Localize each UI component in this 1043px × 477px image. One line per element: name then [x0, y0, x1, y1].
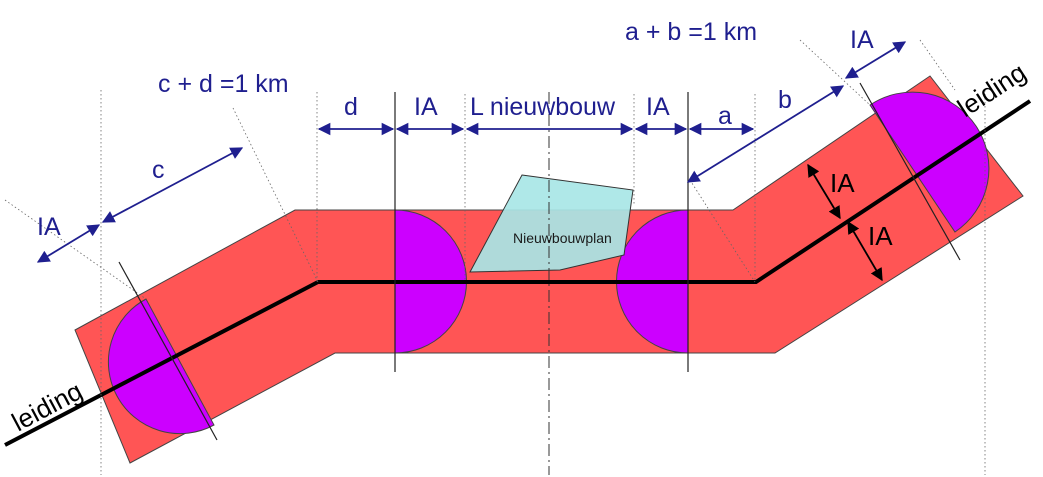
- cd-equation-label: c + d =1 km: [158, 70, 289, 98]
- a-label: a: [718, 102, 732, 130]
- nieuwbouwplan-area: [469, 174, 634, 273]
- reference-lines: [4, 39, 986, 475]
- ia-label-right-upper: IA: [830, 168, 855, 198]
- ia-label-mid-right: IA: [646, 93, 670, 121]
- l-nieuwbouw-label: L nieuwbouw: [470, 93, 616, 121]
- ab-equation-label: a + b =1 km: [625, 18, 757, 46]
- circle-right: [869, 91, 990, 233]
- pipeline-line: [4, 99, 1032, 447]
- leiding-label-right: leiding: [952, 57, 1031, 123]
- dimension-arrows: [36, 41, 907, 263]
- nieuwbouwplan-label: Nieuwbouwplan: [513, 230, 612, 246]
- ia-label-top-right: IA: [850, 26, 874, 54]
- ia-label-right-lower: IA: [868, 221, 893, 251]
- c-label: c: [152, 156, 165, 184]
- leiding-label-left: leiding: [7, 376, 87, 438]
- ia-label-mid-left: IA: [414, 93, 438, 121]
- d-label: d: [344, 93, 358, 121]
- circle-left: [107, 298, 215, 435]
- ia-label-left: IA: [37, 213, 61, 241]
- b-label: b: [778, 86, 792, 114]
- ia-black-arrows: [807, 163, 883, 282]
